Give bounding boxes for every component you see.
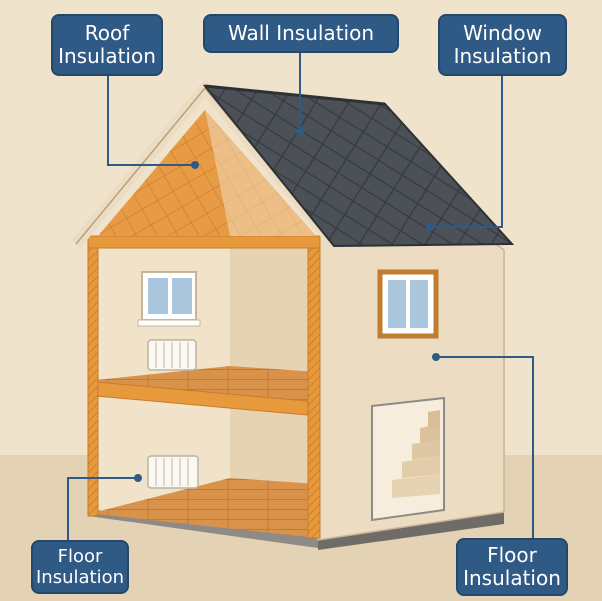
lower-floor — [96, 478, 318, 538]
ceiling-insulation — [87, 235, 321, 249]
window-upper-interior — [137, 271, 201, 327]
upper-floor — [96, 366, 318, 402]
roof-ridge — [204, 84, 386, 106]
window-insulation-label: Window Insulation — [438, 14, 567, 76]
wall-insulation-left — [87, 239, 99, 517]
radiator-lower — [147, 455, 199, 489]
radiator-upper — [147, 339, 197, 371]
wall-insulation-center — [307, 235, 321, 539]
foundation-front — [318, 512, 504, 550]
interior-side-wall-upper — [230, 246, 318, 378]
roof-insulation-label: Roof Insulation — [51, 14, 163, 76]
window-exterior — [377, 269, 439, 339]
leader-lines — [67, 53, 534, 540]
wall-insulation-label: Wall Insulation — [203, 14, 399, 53]
floor-insulation-label-left: Floor Insulation — [31, 540, 129, 594]
doorway-stairs — [371, 396, 445, 522]
attic-shadow — [205, 110, 316, 236]
leader-dots — [134, 128, 440, 482]
floor-insulation-label-right: Floor Insulation — [456, 538, 568, 596]
